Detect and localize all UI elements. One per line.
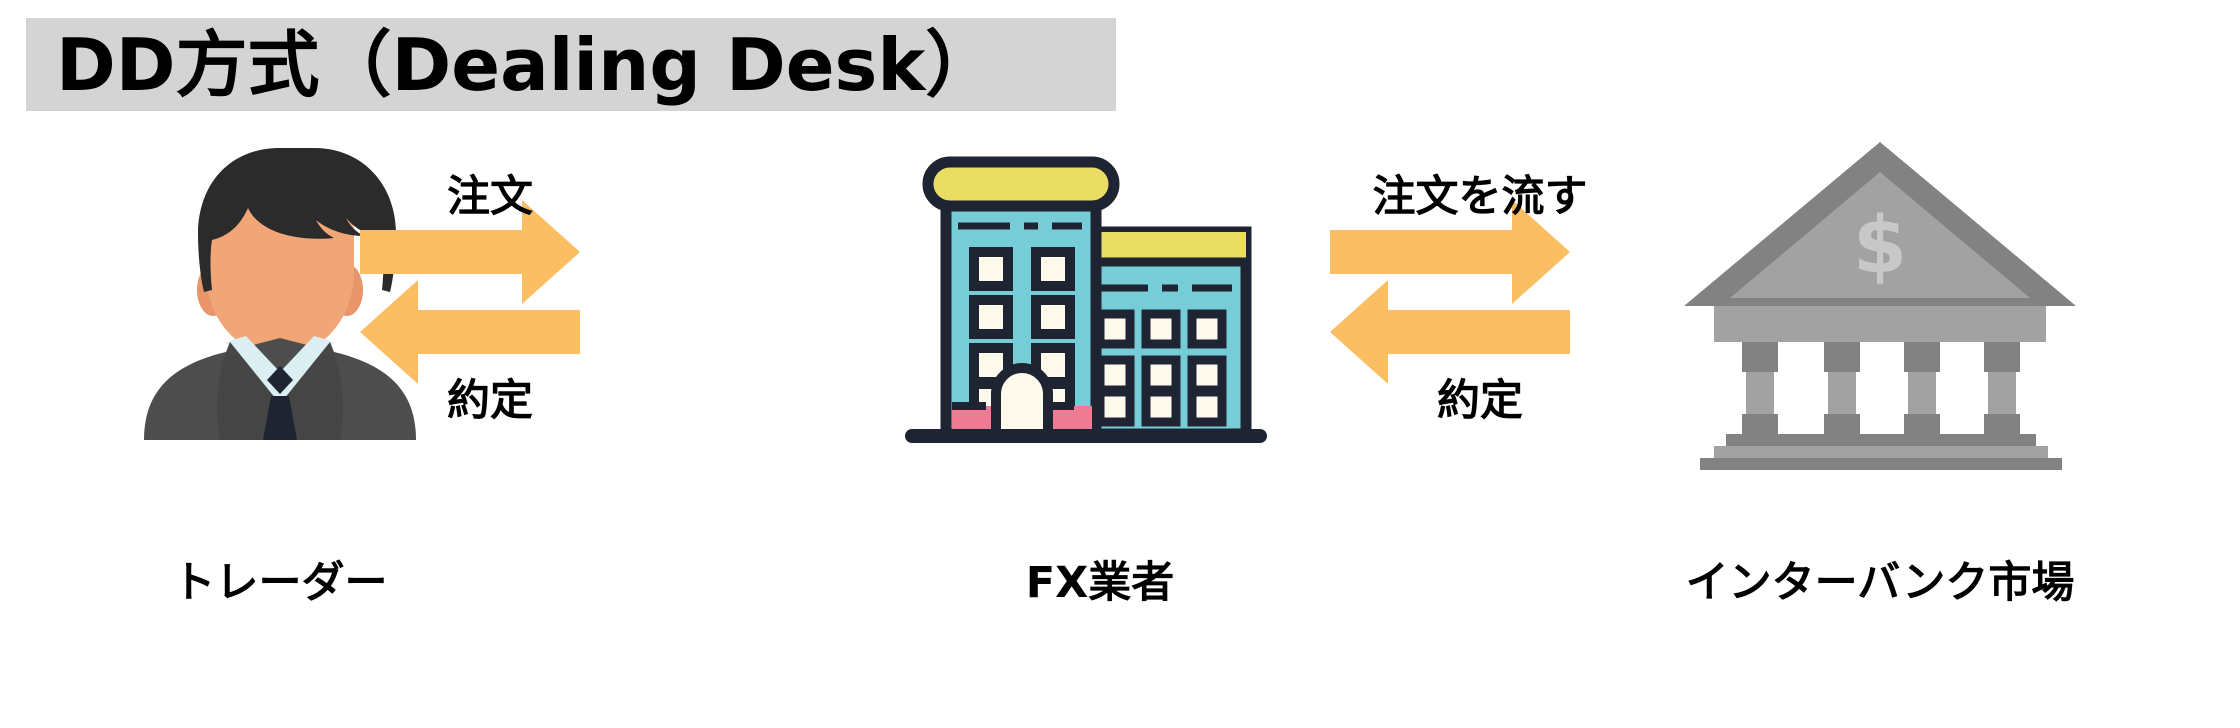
flow-label-order: 注文 <box>447 172 533 222</box>
node-fx-broker: FX業者 <box>900 140 1300 608</box>
flow-label-execution: 約定 <box>1437 376 1523 426</box>
arrow-pair-icon <box>360 200 580 384</box>
arrow-pair-icon <box>1330 200 1570 384</box>
flow-trader-to-fx: 注文 約定 <box>360 150 620 430</box>
page-title: DD方式（Dealing Desk） <box>56 22 998 107</box>
flow-label-execution: 約定 <box>447 376 533 426</box>
node-caption-fx-broker: FX業者 <box>1025 558 1175 608</box>
title-banner: DD方式（Dealing Desk） <box>26 18 1116 111</box>
node-trader: トレーダー <box>100 140 460 608</box>
bank-columns-icon: $ <box>1684 142 2076 476</box>
dollar-symbol: $ <box>1853 201 1907 291</box>
flow-fx-to-interbank: 注文を流す 約定 <box>1330 150 1630 430</box>
flow-label-route-order: 注文を流す <box>1372 172 1588 222</box>
node-caption-trader: トレーダー <box>172 558 388 608</box>
office-building-icon <box>905 156 1267 443</box>
node-caption-interbank: インターバンク市場 <box>1685 558 2075 608</box>
node-interbank: $ インターバンク市場 <box>1680 140 2080 608</box>
businessman-avatar-icon <box>144 148 416 440</box>
